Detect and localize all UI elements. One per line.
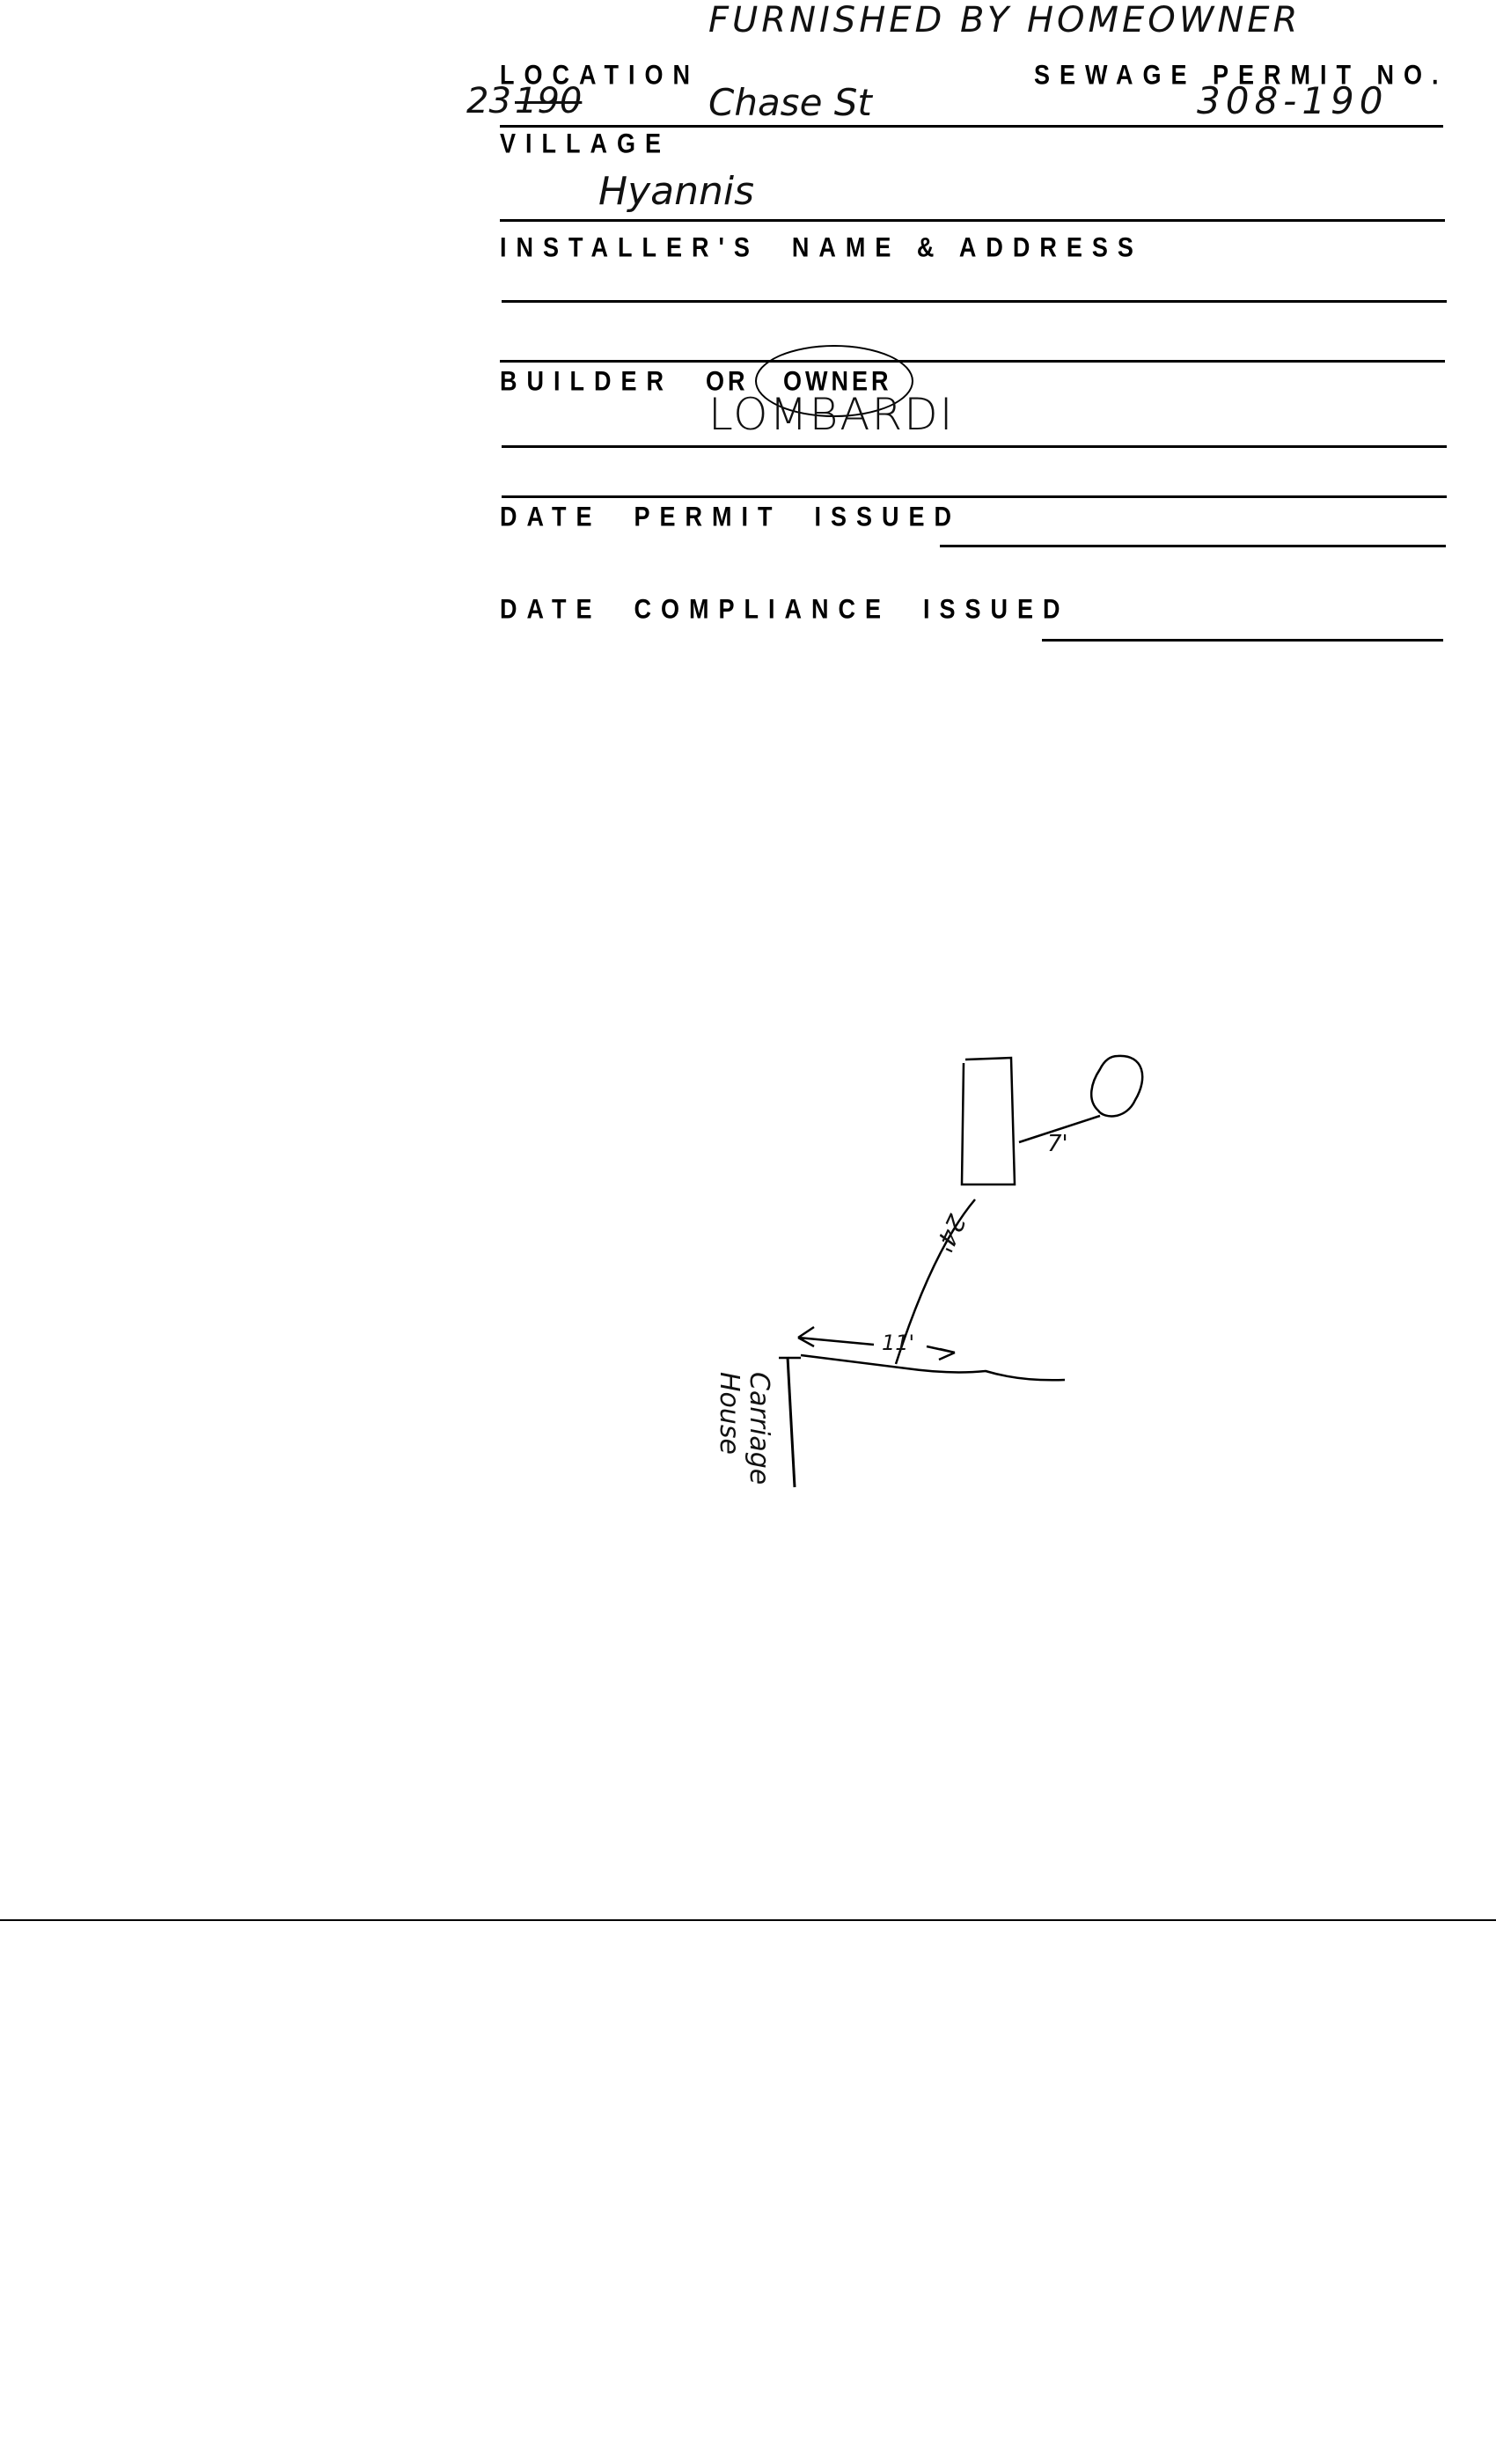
tank-to-pool-line	[1018, 1114, 1101, 1144]
dimension-arrow-right	[926, 1345, 956, 1361]
sewage-permit-label: SEWAGE PERMIT NO.	[1034, 60, 1448, 91]
date-compliance-label: DATE COMPLIANCE ISSUED	[500, 594, 1070, 625]
house-vertical-wall	[786, 1356, 796, 1488]
owner-value: LOMBARDI	[708, 389, 955, 440]
pipe-line	[894, 1199, 976, 1365]
header-note: FURNISHED BY HOMEOWNER	[708, 0, 1302, 40]
page-bottom-divider	[0, 1919, 1496, 1921]
location-struck-number: 190	[515, 81, 583, 121]
location-street: Chase St	[708, 81, 872, 124]
dimension-11ft: 11'	[882, 1331, 915, 1355]
dimension-arrow-left	[797, 1325, 875, 1348]
owner-line-2	[502, 495, 1447, 498]
village-line	[500, 219, 1445, 222]
or-label: OR	[706, 366, 749, 397]
location-label: LOCATION	[500, 60, 700, 91]
sewage-permit-number: 308-190	[1197, 79, 1389, 122]
date-permit-label: DATE PERMIT ISSUED	[500, 502, 962, 532]
pool-shape	[1090, 1054, 1144, 1118]
owner-circle	[755, 345, 913, 417]
building-label: Carriage House	[714, 1372, 774, 1485]
date-permit-line	[940, 545, 1446, 547]
installer-label: INSTALLER'S NAME & ADDRESS	[500, 232, 1143, 263]
septic-tank-rectangle	[960, 1056, 1016, 1186]
house-wall-line	[800, 1353, 1066, 1382]
installer-line-1	[502, 300, 1447, 303]
installer-line-2	[500, 360, 1445, 363]
location-number: 23	[466, 81, 511, 121]
village-label: VILLAGE	[500, 128, 671, 159]
dimension-7ft: 7'	[1047, 1131, 1068, 1157]
owner-line-1	[502, 445, 1447, 448]
builder-label: BUILDER	[500, 366, 673, 397]
village-value: Hyannis	[598, 169, 755, 214]
location-line	[500, 125, 1443, 128]
date-compliance-line	[1042, 639, 1443, 642]
